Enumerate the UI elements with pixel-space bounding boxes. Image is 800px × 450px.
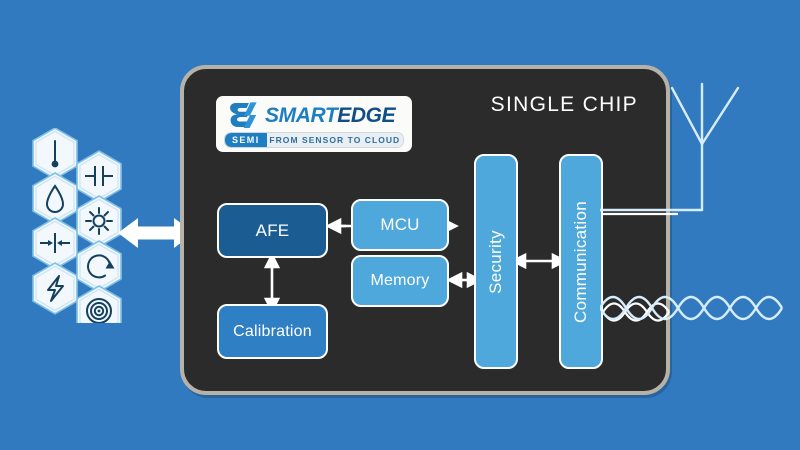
block-calibration-label: Calibration bbox=[233, 322, 312, 340]
lightning-bolt-icon bbox=[32, 262, 78, 315]
water-drop-icon bbox=[32, 172, 78, 225]
antenna-icon bbox=[598, 82, 790, 222]
logo-top-row: SMARTEDGE bbox=[224, 101, 404, 129]
block-afe[interactable]: AFE bbox=[217, 203, 328, 258]
arrow-afe-calibration bbox=[263, 252, 281, 314]
block-mcu-label: MCU bbox=[380, 215, 420, 234]
rotation-icon bbox=[76, 240, 122, 293]
block-calibration[interactable]: Calibration bbox=[217, 304, 328, 359]
light-sun-icon bbox=[76, 195, 122, 248]
block-afe-label: AFE bbox=[255, 220, 290, 240]
block-memory-label: Memory bbox=[370, 272, 430, 289]
block-communication[interactable]: Communication bbox=[559, 154, 603, 369]
single-chip-package: SINGLE CHIP SMARTEDGE SEMI FROM SENSOR T… bbox=[180, 65, 678, 395]
rf-wave-icon bbox=[598, 278, 800, 338]
block-security-label: Security bbox=[486, 229, 505, 294]
proximity-rings-icon bbox=[76, 285, 122, 338]
logo-word-edge: EDGE bbox=[337, 103, 396, 127]
capacitor-icon bbox=[76, 150, 122, 203]
block-communication-label: Communication bbox=[571, 200, 591, 323]
block-memory[interactable]: Memory bbox=[351, 255, 449, 307]
logo-tagline: FROM SENSOR TO CLOUD bbox=[266, 133, 403, 147]
pressure-icon bbox=[32, 217, 78, 270]
thermometer-icon bbox=[32, 127, 78, 180]
logo-word-smart: SMART bbox=[265, 103, 338, 127]
logo-wordmark: SMARTEDGE bbox=[265, 103, 396, 127]
block-security[interactable]: Security bbox=[474, 154, 518, 369]
sensor-to-chip-arrow bbox=[118, 212, 194, 254]
logo-bottom-row: SEMI FROM SENSOR TO CLOUD bbox=[224, 132, 404, 148]
single-chip-label: SINGLE CHIP bbox=[490, 93, 638, 116]
s3-monogram-icon bbox=[230, 102, 257, 129]
arrow-security-communication bbox=[510, 252, 568, 270]
block-mcu[interactable]: MCU bbox=[351, 199, 449, 251]
smartedge-logo: SMARTEDGE SEMI FROM SENSOR TO CLOUD bbox=[216, 96, 412, 152]
logo-semi-badge: SEMI bbox=[225, 133, 267, 147]
sensor-cluster-svg bbox=[32, 127, 122, 338]
sensor-cluster bbox=[30, 127, 130, 338]
